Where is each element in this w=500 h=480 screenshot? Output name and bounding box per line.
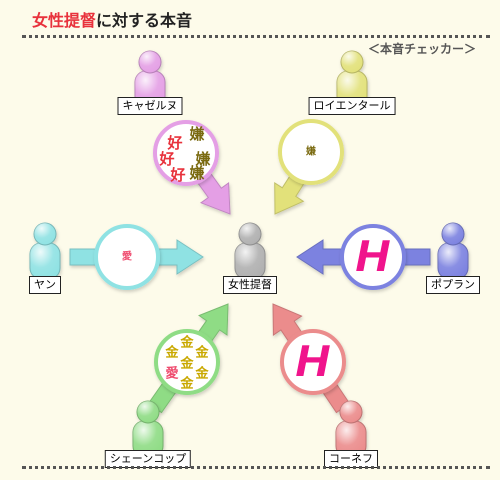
bubble-shienkoppu-glyph: 金 [194, 345, 209, 361]
bubble-kiyazeruusu-glyph: 嫌 [188, 164, 204, 182]
name-label-popuran: ポプラン [426, 276, 480, 294]
person-koonefu-icon [335, 400, 367, 458]
name-label-koonefu: コーネフ [324, 450, 378, 468]
bubble-kiyazeruusu-glyph: 好 [169, 166, 185, 184]
page-title: 女性提督に対する本音 [32, 7, 192, 31]
name-label-center: 女性提督 [223, 276, 277, 294]
title-accent: 女性提督 [32, 11, 97, 30]
bubble-shienkoppu: 金金金金愛金金 [154, 329, 220, 395]
bubble-shienkoppu-glyph: 金 [194, 366, 209, 382]
bubble-koonefu: H [280, 329, 346, 395]
bubble-roientaaru-glyph: 嫌 [305, 145, 316, 158]
top-divider [22, 35, 490, 38]
bubble-shienkoppu-glyph: 愛 [165, 366, 178, 382]
bubble-kiyazeruusu-glyph: 嫌 [188, 125, 204, 143]
bubble-yan: 愛 [94, 224, 160, 290]
name-label-kiyazeruusu: キャゼルヌ [117, 97, 183, 115]
person-center-icon [234, 222, 266, 280]
bubble-yan-glyph: 愛 [122, 250, 132, 263]
bubble-shienkoppu-glyph: 金 [179, 376, 194, 392]
bubble-kiyazeruusu-glyph: 嫌 [194, 150, 210, 168]
bubble-shienkoppu-glyph: 金 [179, 335, 194, 351]
bubble-roientaaru: 嫌 [278, 119, 344, 185]
bubble-popuran: H [340, 224, 406, 290]
subtitle-checker: ＜本音チェッカー＞ [367, 42, 476, 56]
bubble-shienkoppu-glyph: 金 [164, 345, 179, 361]
bubble-kiyazeruusu-glyph: 好 [166, 134, 182, 152]
bubble-shienkoppu-glyph: 金 [179, 356, 194, 372]
bottom-divider [22, 466, 490, 469]
title-rest: に対する本音 [96, 11, 193, 30]
person-shienkoppu-icon [132, 400, 164, 458]
person-popuran-icon [437, 222, 469, 280]
bubble-kiyazeruusu: 好嫌好嫌好嫌 [153, 120, 219, 186]
bubble-kiyazeruusu-glyph: 好 [158, 150, 174, 168]
bubble-koonefu-glyph: H [295, 337, 332, 388]
name-label-roientaaru: ロイエンタール [308, 97, 396, 115]
name-label-yan: ヤン [29, 276, 61, 294]
bubble-popuran-glyph: H [355, 232, 392, 283]
person-yan-icon [29, 222, 61, 280]
